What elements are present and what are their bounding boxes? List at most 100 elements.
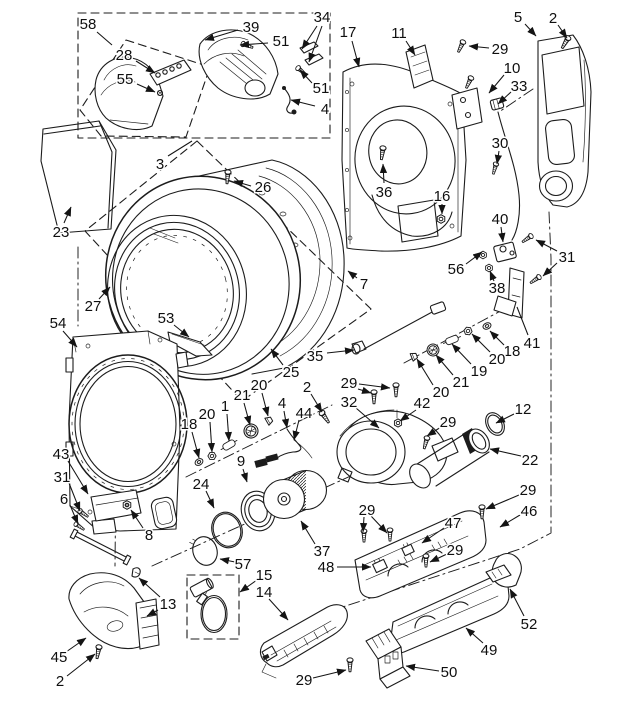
part-number-callout: 40: [492, 211, 509, 228]
part-number-callout: 20: [251, 377, 268, 394]
callout-leader-line: [299, 69, 313, 84]
callout-leader-line: [468, 43, 490, 51]
callout-leader-line: [488, 74, 505, 94]
part-number-callout: 12: [515, 401, 532, 418]
part-number-callout: 22: [522, 452, 539, 469]
part-number-callout: 6: [60, 491, 68, 508]
callout-leader-line: [67, 460, 89, 495]
callout-leader-line: [416, 358, 434, 386]
part-number-callout: 26: [255, 179, 272, 196]
clamp-kit: [189, 577, 228, 634]
part-number-callout: 54: [50, 315, 67, 332]
part-number-callout: 53: [158, 310, 175, 327]
callout-leader-line: [370, 515, 388, 534]
lint-screen: [40, 120, 117, 234]
outlet-cover-52: [485, 553, 522, 588]
callout-leader-line: [351, 40, 361, 68]
callout-leader-line: [405, 663, 440, 672]
part-number-callout: 19: [471, 363, 488, 380]
part-number-callout: 5: [514, 9, 522, 26]
part-number-callout: 2: [56, 673, 64, 690]
front-thermal-fuse-row: [193, 415, 313, 468]
callout-leader-line: [312, 668, 347, 679]
part-number-callout: 31: [559, 249, 576, 266]
part-number-callout: 4: [278, 395, 286, 412]
drum-group-outline: [84, 140, 372, 402]
part-number-callout: 44: [296, 405, 313, 422]
lint-duct-opening: [150, 496, 178, 530]
callout-leader-line: [219, 557, 236, 565]
top-inset-box: [77, 12, 331, 139]
front-bulkhead-panel: [65, 330, 189, 535]
part-number-callout: 37: [314, 543, 331, 560]
part-number-callout: 21: [453, 374, 470, 391]
part-number-callout: 10: [504, 60, 521, 77]
part-number-callout: 57: [235, 556, 252, 573]
part-number-callout: 29: [341, 375, 358, 392]
part-number-callout: 51: [313, 80, 330, 97]
callout-leader-line: [358, 383, 391, 391]
callout-leader-line: [239, 579, 258, 593]
callout-leader-line: [261, 392, 270, 417]
part-number-callout: 29: [447, 542, 464, 559]
callout-leader-line: [379, 163, 388, 184]
sensor-wire: [351, 301, 447, 355]
lower-lint-duct: [68, 572, 160, 660]
part-number-callout: 2: [549, 10, 557, 27]
part-number-callout: 51: [273, 33, 290, 50]
callout-leader-line: [347, 270, 358, 280]
part-number-callout: 9: [237, 453, 245, 470]
part-number-callout: 1: [221, 398, 229, 415]
part-number-callout: 4: [321, 101, 329, 118]
callout-leader-line: [399, 409, 417, 422]
part-number-callout: 31: [54, 469, 71, 486]
callout-leader-line: [471, 333, 491, 353]
callout-leader-line: [405, 40, 416, 56]
part-number-callout: 13: [160, 596, 177, 613]
part-number-callout: 29: [520, 482, 537, 499]
part-number-callout: 47: [445, 515, 462, 532]
blower-wheel: [262, 469, 328, 520]
part-number-callout: 42: [414, 395, 431, 412]
part-number-callout: 15: [256, 567, 273, 584]
callout-leader-line: [435, 354, 454, 376]
callout-leader-line: [191, 431, 201, 459]
callout-leader-line: [268, 598, 289, 621]
part-number-callout: 11: [391, 25, 407, 42]
part-number-callout: 16: [434, 188, 451, 205]
callout-leader-line: [497, 91, 512, 105]
callout-leader-line: [465, 251, 483, 265]
callout-leader-line: [509, 588, 525, 617]
callout-leader-line: [173, 324, 190, 338]
callout-leader-line: [357, 386, 372, 394]
callout-leader-line: [489, 447, 522, 457]
part-number-callout: 20: [433, 384, 450, 401]
clamp-kit-box: [186, 574, 240, 640]
callout-leader-line: [300, 520, 316, 545]
callout-leader-line: [359, 516, 368, 533]
part-number-callout: 28: [116, 47, 133, 64]
part-number-callout: 34: [314, 9, 331, 26]
mounting-bracket-cluster: [69, 489, 142, 578]
part-number-callout: 38: [489, 280, 506, 297]
callout-leader-line: [308, 25, 323, 63]
callout-leader-line: [233, 180, 252, 188]
callout-leader-line: [535, 239, 558, 252]
callout-leader-line: [301, 25, 318, 50]
callout-leader-line: [96, 31, 113, 46]
callout-leader-line: [495, 413, 515, 424]
part-number-callout: 3: [156, 156, 164, 173]
part-number-callout: 49: [481, 642, 498, 659]
callout-leader-line: [66, 653, 96, 677]
callout-leader-line: [136, 83, 156, 93]
heater-element: [259, 604, 348, 679]
part-number-callout: 18: [504, 343, 521, 360]
callout-leader-line: [243, 402, 252, 426]
lint-duct-assembly-left: [94, 56, 192, 130]
callout-leader-line: [62, 330, 78, 348]
callout-leader-line: [205, 490, 215, 509]
rear-bulkhead-panel: [341, 63, 467, 252]
callout-leader-line: [498, 226, 506, 243]
part-number-callout: 2: [303, 379, 311, 396]
part-number-callout: 32: [341, 394, 358, 411]
